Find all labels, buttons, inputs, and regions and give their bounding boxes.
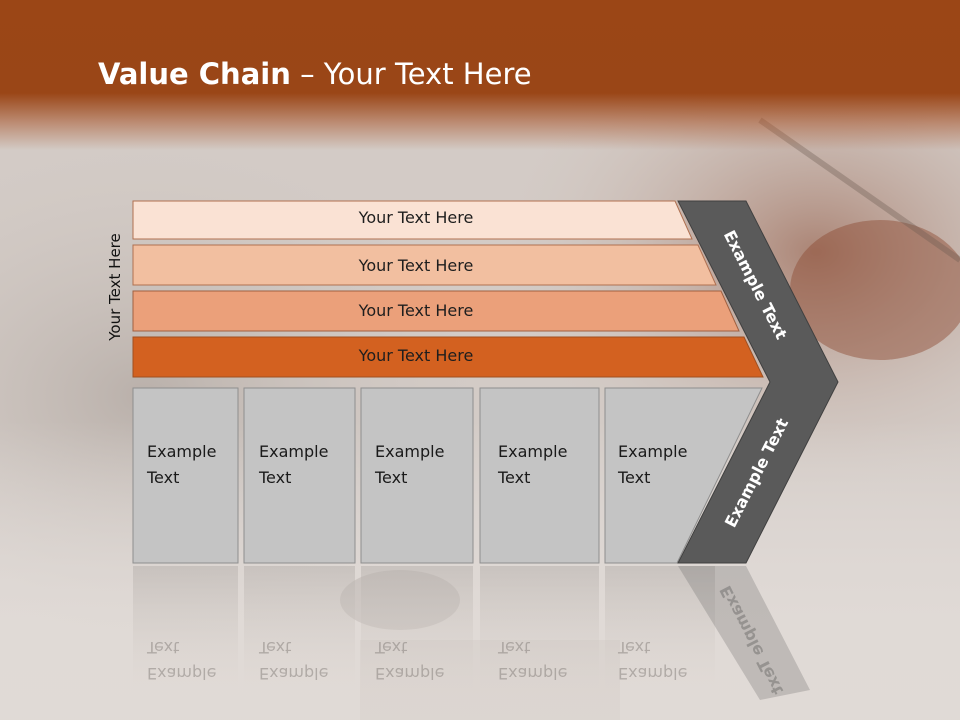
- box-reflection-label-1-line1: Example: [147, 664, 217, 683]
- box-reflection-label-3-line2: Text: [375, 638, 408, 657]
- box-label-2-line1: Example: [259, 442, 329, 461]
- box-label-1-line1: Example: [147, 442, 217, 461]
- box-label-4-line1: Example: [498, 442, 568, 461]
- activity-bar-4: [132, 336, 764, 378]
- primary-box-4: [479, 387, 600, 564]
- box-reflection-label-3-line1: Example: [375, 664, 445, 683]
- box-reflection-label-4-line1: Example: [498, 664, 568, 683]
- box-reflection-label-2-line1: Example: [259, 664, 329, 683]
- box-reflection-1: [133, 566, 238, 696]
- activity-bar-1: [132, 200, 693, 240]
- box-reflection-label-4-line2: Text: [498, 638, 531, 657]
- box-reflection-4: [480, 566, 599, 696]
- chevron-reflection: [678, 566, 810, 700]
- box-reflection-label-1-line2: Text: [147, 638, 180, 657]
- primary-box-5: [604, 387, 763, 564]
- primary-box-2: [243, 387, 356, 564]
- bar-label-4: Your Text Here: [358, 346, 474, 365]
- bar-label-1: Your Text Here: [358, 208, 474, 227]
- box-reflection-label-5-line1: Example: [618, 664, 688, 683]
- box-label-5-line2: Text: [618, 468, 651, 487]
- box-reflection-2: [244, 566, 355, 696]
- box-reflection-5: [605, 566, 715, 696]
- bar-label-3: Your Text Here: [358, 301, 474, 320]
- header-band: [0, 0, 960, 150]
- box-reflection-label-2: Example Text: [259, 634, 354, 686]
- box-reflection-label-3: Example Text: [375, 634, 470, 686]
- box-label-2-line2: Text: [259, 468, 292, 487]
- primary-box-1: [132, 387, 239, 564]
- box-label-3-line2: Text: [375, 468, 408, 487]
- bar-label-2: Your Text Here: [358, 256, 474, 275]
- box-reflection-label-5-line2: Text: [618, 638, 651, 657]
- primary-box-3: [360, 387, 474, 564]
- box-reflection-label-2-line2: Text: [259, 638, 292, 657]
- box-reflection-3: [361, 566, 473, 696]
- box-reflection-label-4: Example Text: [498, 634, 593, 686]
- box-reflection-label-5: Example Text: [618, 634, 713, 686]
- activity-bar-3: [132, 290, 740, 332]
- title-bold: Value Chain: [98, 57, 291, 91]
- box-reflection-label-1: Example Text: [147, 634, 242, 686]
- title-rest: – Your Text Here: [290, 57, 532, 91]
- box-label-4-line2: Text: [498, 468, 531, 487]
- activity-bar-2: [132, 244, 717, 286]
- box-label-1-line2: Text: [147, 468, 180, 487]
- slide-title: Value Chain – Your Text Here: [98, 54, 532, 94]
- margin-chevron: [677, 200, 839, 564]
- box-label-3-line1: Example: [375, 442, 445, 461]
- box-label-5-line1: Example: [618, 442, 688, 461]
